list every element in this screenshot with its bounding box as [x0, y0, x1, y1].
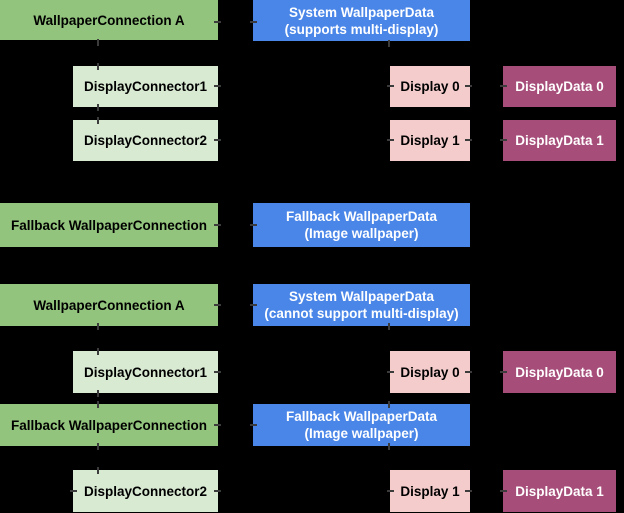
wallpaper-connection-a-label: WallpaperConnection A [33, 12, 185, 28]
connector-tick [97, 348, 99, 355]
display-data-0-label: DisplayData 0 [515, 79, 604, 94]
display-connector-1-label-2: DisplayConnector1 [83, 364, 208, 380]
connector-tick [500, 85, 507, 87]
connector-tick [388, 443, 390, 450]
wallpaper-connection-a-box-2: WallpaperConnection A [0, 284, 218, 326]
display-data-0-label-2: DisplayData 0 [515, 364, 604, 380]
display-connector-1-label: DisplayConnector1 [83, 79, 208, 94]
system-wallpaper-data-multi-label: System WallpaperData [288, 4, 435, 20]
connector-tick [97, 443, 99, 450]
connector-tick [387, 139, 394, 141]
connector-tick [250, 424, 257, 426]
connector-tick [465, 371, 472, 373]
display-0-label-2: Display 0 [400, 364, 460, 380]
fallback-wallpaper-data-sublabel: (Image wallpaper) [304, 226, 419, 241]
connector-tick [465, 490, 472, 492]
connector-tick [97, 63, 99, 70]
connector-tick [97, 117, 99, 124]
system-wallpaper-data-single-box: System WallpaperData (cannot support mul… [253, 284, 470, 326]
system-wallpaper-data-multi-sublabel: (supports multi-display) [284, 21, 439, 37]
connector-tick [250, 21, 257, 23]
connector-tick [214, 21, 221, 23]
connector-tick [500, 490, 507, 492]
display-0-label: Display 0 [400, 79, 460, 94]
display-connector-2-box: DisplayConnector2 [73, 120, 218, 161]
connector-tick [97, 390, 99, 397]
fallback-wallpaper-connection-box: Fallback WallpaperConnection [0, 203, 218, 247]
display-1-box: Display 1 [390, 120, 470, 161]
connector-tick [97, 401, 99, 408]
connector-tick [97, 323, 99, 330]
display-connector-2-box-2: DisplayConnector2 [73, 470, 218, 512]
display-data-1-box-2: DisplayData 1 [503, 470, 616, 512]
system-wallpaper-data-single-label: System WallpaperData [288, 289, 435, 304]
connector-tick [97, 39, 99, 46]
display-data-1-label: DisplayData 1 [515, 133, 604, 148]
connector-tick [388, 401, 390, 408]
display-data-1-box: DisplayData 1 [503, 120, 616, 161]
connector-tick [250, 224, 257, 226]
connector-tick [500, 139, 507, 141]
connector-tick [500, 371, 507, 373]
fallback-wallpaper-data-label: Fallback WallpaperData [285, 209, 438, 224]
system-wallpaper-data-multi-box: System WallpaperData (supports multi-dis… [253, 0, 470, 41]
display-1-box-2: Display 1 [390, 470, 470, 512]
connector-tick [465, 85, 472, 87]
connector-tick [97, 467, 99, 474]
fallback-wallpaper-connection-box-2: Fallback WallpaperConnection [0, 404, 218, 446]
display-0-box-2: Display 0 [390, 351, 470, 393]
display-data-1-label-2: DisplayData 1 [515, 483, 604, 499]
display-connector-1-box-2: DisplayConnector1 [73, 351, 218, 393]
display-1-label-2: Display 1 [400, 483, 460, 499]
connector-tick [214, 224, 221, 226]
connector-tick [214, 85, 221, 87]
fallback-wallpaper-data-label-2: Fallback WallpaperData [285, 409, 438, 424]
fallback-wallpaper-data-sublabel-2: (Image wallpaper) [304, 426, 419, 441]
connector-tick [250, 304, 257, 306]
connector-tick [214, 371, 221, 373]
wallpaper-connection-a-box: WallpaperConnection A [0, 0, 218, 40]
fallback-wallpaper-connection-label-2: Fallback WallpaperConnection [10, 417, 208, 433]
connector-tick [97, 104, 99, 111]
fallback-wallpaper-connection-label: Fallback WallpaperConnection [10, 217, 208, 233]
connector-tick [70, 490, 77, 492]
wallpaper-connection-a-label-2: WallpaperConnection A [33, 297, 185, 313]
connector-tick [214, 304, 221, 306]
display-data-0-box: DisplayData 0 [503, 66, 616, 107]
connector-tick [214, 490, 221, 492]
connector-tick [214, 424, 221, 426]
display-1-label: Display 1 [400, 133, 460, 148]
display-connector-2-label-2: DisplayConnector2 [83, 483, 208, 499]
display-connector-2-label: DisplayConnector2 [83, 133, 208, 148]
connector-tick [387, 371, 394, 373]
connector-tick [465, 139, 472, 141]
display-0-box: Display 0 [390, 66, 470, 107]
connector-tick [214, 139, 221, 141]
connector-tick [388, 40, 390, 47]
system-wallpaper-data-single-sublabel: (cannot support multi-display) [264, 306, 459, 321]
fallback-wallpaper-data-box-2: Fallback WallpaperData (Image wallpaper) [253, 404, 470, 446]
connector-tick [388, 323, 390, 330]
display-connector-1-box: DisplayConnector1 [73, 66, 218, 107]
fallback-wallpaper-data-box: Fallback WallpaperData (Image wallpaper) [253, 203, 470, 247]
connector-tick [387, 490, 394, 492]
display-data-0-box-2: DisplayData 0 [503, 351, 616, 393]
connector-tick [387, 85, 394, 87]
